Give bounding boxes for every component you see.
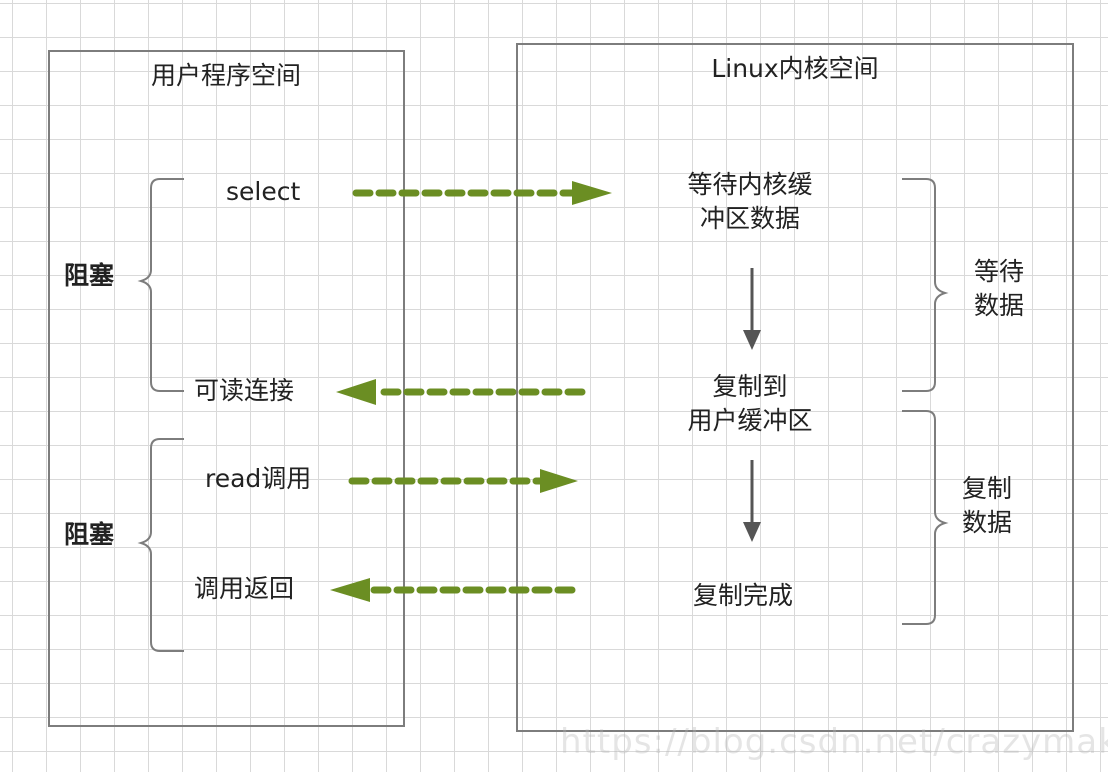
brace-blocking-1 bbox=[137, 178, 184, 392]
arrowhead-return bbox=[330, 578, 370, 602]
phase-label-copy-data-line2: 数据 bbox=[962, 508, 1013, 537]
step-read-call: read调用 bbox=[205, 464, 312, 493]
phase-label-wait-data-line2: 数据 bbox=[974, 291, 1025, 320]
step-select: select bbox=[226, 177, 301, 206]
arrowhead-down-2 bbox=[743, 522, 761, 542]
blocking-label-2: 阻塞 bbox=[64, 520, 115, 549]
brace-copy-data bbox=[902, 410, 949, 625]
step-readable-connection: 可读连接 bbox=[194, 376, 295, 405]
brace-blocking-2 bbox=[137, 438, 184, 652]
phase-label-copy-data: 复制 数据 bbox=[962, 472, 1012, 540]
arrowhead-read bbox=[540, 469, 578, 493]
step-call-return: 调用返回 bbox=[194, 574, 295, 603]
phase-label-wait-data: 等待 数据 bbox=[974, 255, 1024, 323]
arrowhead-select bbox=[572, 181, 612, 205]
phase-label-copy-data-line1: 复制 bbox=[962, 474, 1013, 503]
blocking-label-1: 阻塞 bbox=[64, 261, 115, 290]
kernel-space-box bbox=[516, 43, 1074, 732]
user-space-box bbox=[48, 50, 405, 727]
phase-label-wait-data-line1: 等待 bbox=[974, 257, 1025, 286]
arrowhead-down-1 bbox=[743, 330, 761, 350]
watermark: https://blog.csdn.net/crazymakercircle bbox=[560, 722, 1108, 762]
brace-wait-data bbox=[902, 178, 949, 392]
kernel-step-copy-to-user-line1: 复制到 bbox=[712, 372, 788, 401]
kernel-step-wait-buffer-line2: 冲区数据 bbox=[699, 204, 801, 233]
arrowhead-readable bbox=[336, 379, 376, 405]
user-space-title: 用户程序空间 bbox=[150, 61, 302, 90]
kernel-step-wait-buffer-line1: 等待内核缓 bbox=[687, 170, 813, 199]
kernel-step-copy-to-user-line2: 用户缓冲区 bbox=[687, 406, 813, 435]
kernel-space-title: Linux内核空间 bbox=[711, 54, 879, 83]
kernel-step-copy-to-user: 复制到 用户缓冲区 bbox=[687, 370, 812, 438]
kernel-step-wait-buffer: 等待内核缓 冲区数据 bbox=[687, 168, 812, 236]
kernel-step-copy-done: 复制完成 bbox=[692, 581, 794, 610]
